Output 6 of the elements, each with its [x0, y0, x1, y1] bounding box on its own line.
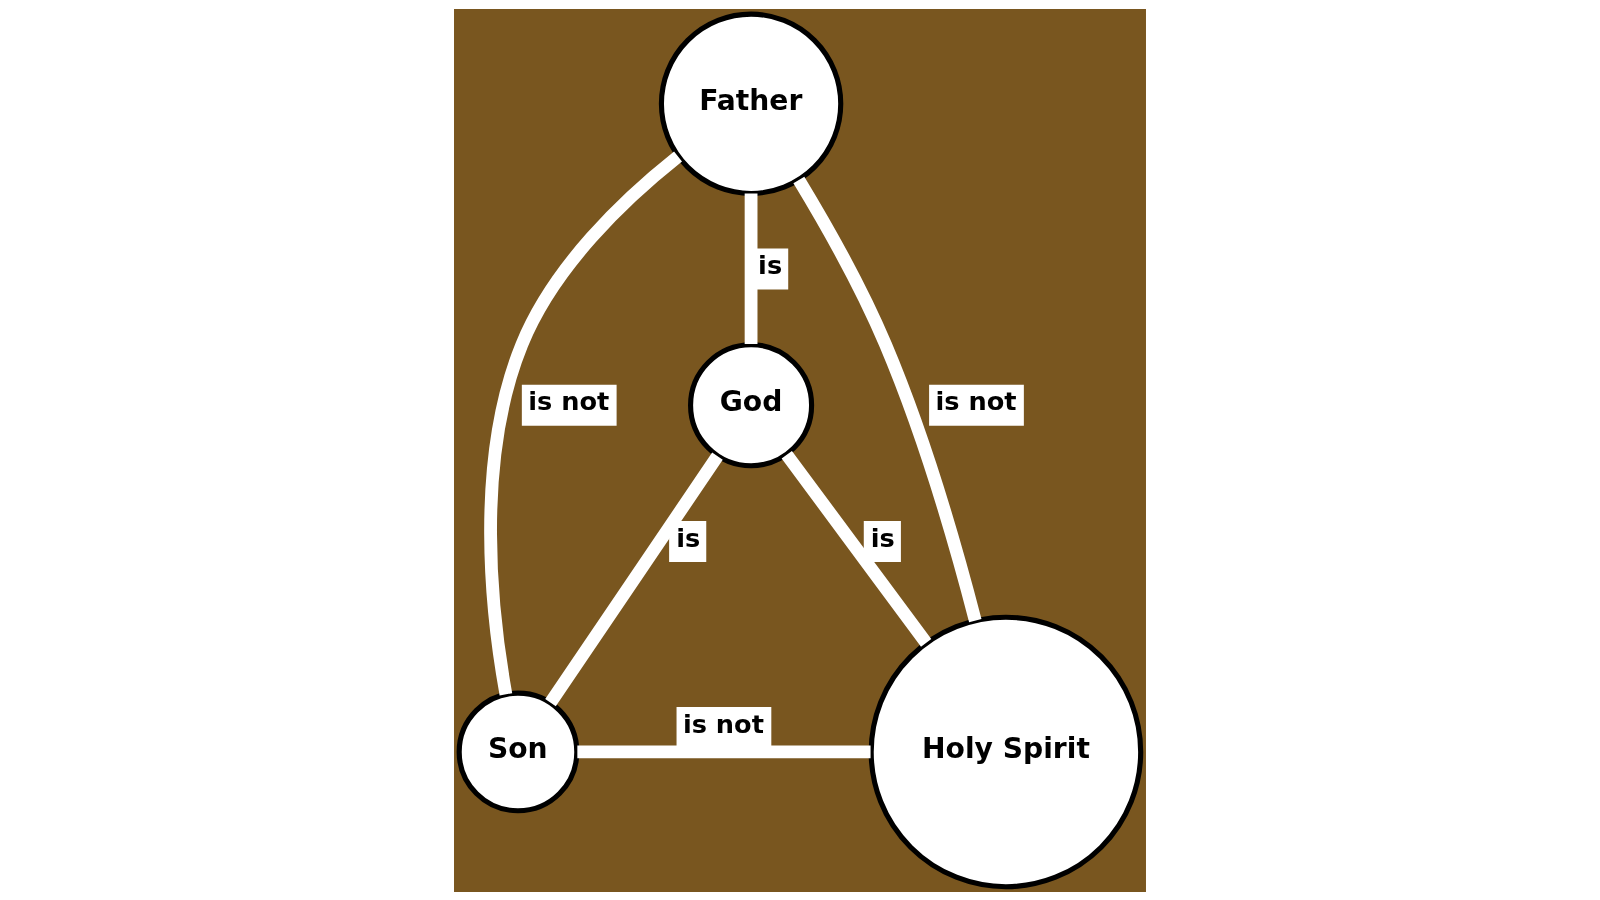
- edge-label: is: [870, 522, 895, 553]
- edge-label: is: [676, 522, 701, 553]
- edge-label: is not: [528, 385, 610, 416]
- edge-label: is not: [935, 385, 1017, 416]
- edge-label: is: [758, 249, 783, 280]
- edge-label: is not: [682, 708, 764, 739]
